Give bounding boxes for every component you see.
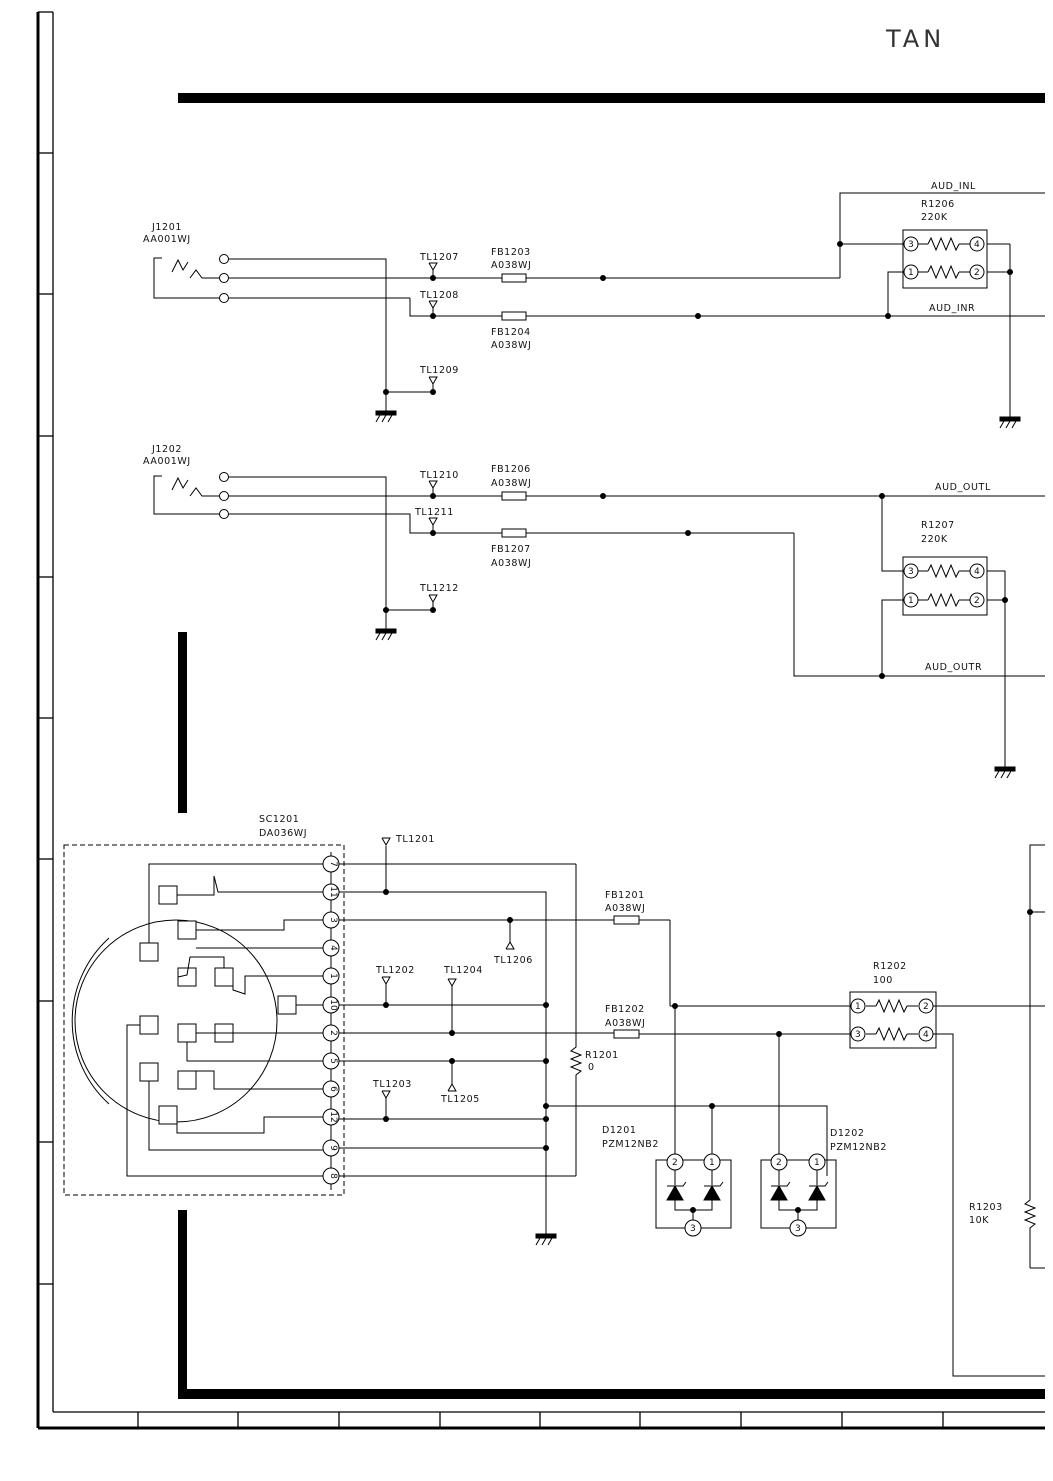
r1207-ref: R1207 [921,520,955,531]
sc1201-pin-label: 6 [328,1086,338,1092]
net-aud-outr: AUD_OUTR [925,662,982,673]
fb1207-part: A038WJ [491,558,531,569]
sheet-title: TAN [885,25,945,53]
d1202-zener-array [760,1034,837,1237]
j1201-block [153,192,1045,418]
component-labels: J1201 AA001WJ J1202 AA001WJ TL1207 TL120… [143,199,1003,1226]
d1202-part: PZM12NB2 [830,1142,887,1153]
tl1201-label: TL1201 [395,834,435,845]
tl1205-label: TL1205 [440,1094,480,1105]
r1203-ref: R1203 [969,1202,1003,1213]
r1207-value: 220K [921,534,948,545]
sc1201-pin-label: 9 [328,1145,338,1151]
d1201-pin3: 3 [690,1224,696,1234]
d1201-part: PZM12NB2 [602,1139,659,1150]
sc1201-pin-label: 2 [328,1030,338,1036]
net-aud-inl: AUD_INL [931,181,976,192]
r1206-value: 220K [921,212,948,223]
j1201-ref: J1201 [151,222,182,233]
fb1203-ref: FB1203 [491,247,531,258]
j1202-part: AA001WJ [143,456,191,467]
net-aud-inr: AUD_INR [929,303,975,314]
sc1201-pin-label: 1 [328,973,338,979]
r1206-ref: R1206 [921,199,955,210]
tl1209-label: TL1209 [419,365,459,376]
r1207-pin3: 3 [908,567,914,577]
fb1203-part: A038WJ [491,260,531,271]
fb1201-ref: FB1201 [605,890,645,901]
r1207-pin4: 4 [974,567,980,577]
d1202-pin2: 2 [776,1158,782,1168]
tl1211-label: TL1211 [414,507,454,518]
fb1202-ref: FB1202 [605,1004,645,1015]
j1202-ref: J1202 [151,444,182,455]
tl1202-label: TL1202 [375,965,415,976]
tl1204-label: TL1204 [443,965,483,976]
sc1201-ref: SC1201 [259,814,299,825]
fb1204-ref: FB1204 [491,327,531,338]
net-labels: AUD_INL AUD_INR AUD_OUTL AUD_OUTR [925,181,991,673]
net-aud-outl: AUD_OUTL [935,482,991,493]
r1202-pin1: 1 [855,1002,861,1012]
fb1201-part: A038WJ [605,903,645,914]
d1202-pin3: 3 [795,1224,801,1234]
d1201-pin2: 2 [672,1158,678,1168]
r1206-pin2: 2 [974,268,980,278]
ground-icon [375,410,1021,1246]
r1207-network [902,556,988,616]
sc1201-pin-label: 3 [328,917,338,923]
sc1201-pin-label: 5 [328,1058,338,1064]
r1206-pin4: 4 [974,240,980,250]
tl1207-label: TL1207 [419,252,459,263]
r1202-pin2: 2 [923,1002,929,1012]
r1206-pin3: 3 [908,240,914,250]
r1202-value: 100 [873,975,893,986]
sc1201-pin-label: 7 [328,861,338,867]
j1202-block [153,472,1045,768]
sc1201-pin-label: 10 [328,999,338,1011]
tl1206-label: TL1206 [493,955,533,966]
r1207-pin1: 1 [908,596,914,606]
tl1210-label: TL1210 [419,470,459,481]
fb1206-part: A038WJ [491,478,531,489]
r1206-pin1: 1 [908,268,914,278]
r1206-network [902,229,988,289]
d1201-pin1: 1 [709,1158,715,1168]
r1207-pin2: 2 [974,596,980,606]
tl1203-label: TL1203 [372,1079,412,1090]
tl1208-label: TL1208 [419,290,459,301]
r1201-ref: R1201 [585,1050,619,1061]
sc1201-pin-label: 11 [328,886,338,897]
sheet-frame [36,11,1045,1430]
sc1201-pin-label: 12 [328,1111,338,1122]
tl1212-label: TL1212 [419,583,459,594]
r1203-value: 10K [969,1215,989,1226]
fb1206-ref: FB1206 [491,464,531,475]
r1202-ref: R1202 [873,961,907,972]
junction-dots [383,241,1033,1151]
test-point-symbols [381,262,515,1100]
fb1204-part: A038WJ [491,340,531,351]
d1201-zener-array [655,1005,732,1237]
r1202-pin3: 3 [855,1030,861,1040]
fb1207-ref: FB1207 [491,544,531,555]
d1201-ref: D1201 [602,1125,637,1136]
sc1201-pin-label: 4 [328,945,338,951]
sc1201-wiring [339,844,1045,1377]
sc1201-block [63,844,345,1196]
sc1201-pin-label: 8 [328,1173,338,1179]
r1201-value: 0 [588,1062,595,1073]
j1201-part: AA001WJ [143,234,191,245]
block-borders [178,93,1045,1399]
d1202-pin1: 1 [814,1158,820,1168]
r1202-network [849,991,937,1049]
sc1201-part: DA036WJ [259,828,307,839]
d1202-ref: D1202 [830,1128,865,1139]
r1202-pin4: 4 [923,1030,929,1040]
sc1201-pins [322,855,340,1185]
fb1202-part: A038WJ [605,1018,645,1029]
